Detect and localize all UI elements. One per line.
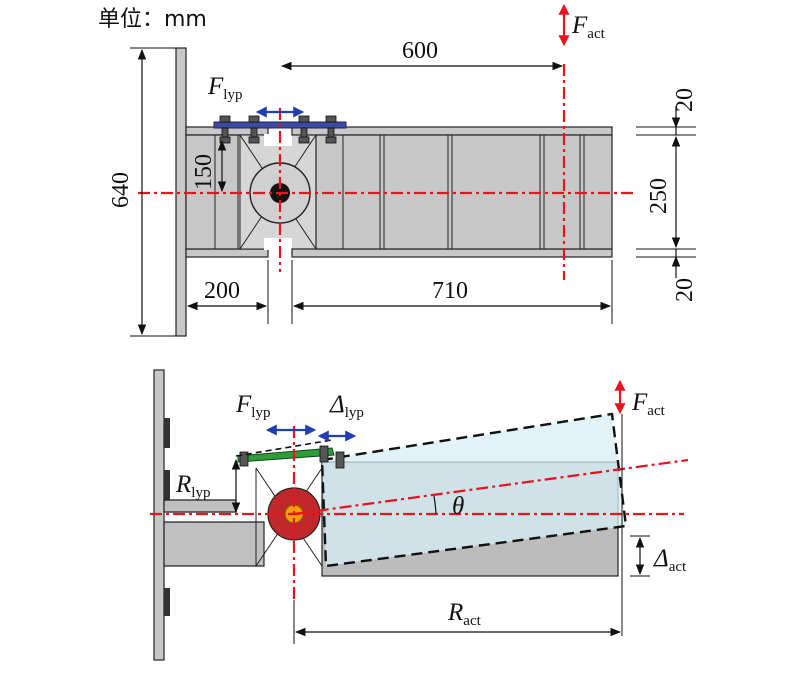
- dim-250: 250: [646, 178, 672, 214]
- end-plate-bolts: [164, 418, 170, 616]
- dim-600: 600: [402, 38, 438, 64]
- dim-150: 150: [191, 154, 217, 190]
- r-lyp-label: Rlyp: [175, 471, 210, 501]
- force-lyp-label: Flyp: [207, 73, 242, 103]
- beam-rotated: [320, 412, 628, 568]
- dim-20-top: 20: [672, 88, 698, 112]
- dim-20-bottom: 20: [672, 278, 698, 302]
- bottom-deformed: θ Flyp Δlyp Fact Rlyp Δact Ract: [150, 369, 689, 661]
- stub-beam-bottom: [163, 499, 265, 567]
- theta-label: θ: [452, 493, 464, 520]
- dim-710: 710: [432, 278, 468, 304]
- r-act-label: Ract: [447, 599, 482, 629]
- top-elevation: Fact Flyp 600 640 150 200 710: [108, 3, 698, 337]
- dim-640: 640: [108, 172, 134, 208]
- force-act-label: Fact: [571, 12, 606, 42]
- delta-act-label: Δact: [653, 545, 687, 575]
- force-act-label-bottom: Fact: [631, 389, 666, 419]
- unit-label: 单位：mm: [98, 7, 207, 32]
- force-lyp-label-bottom: Flyp: [235, 391, 270, 421]
- dim-200: 200: [204, 278, 240, 304]
- delta-lyp-label: Δlyp: [329, 391, 364, 421]
